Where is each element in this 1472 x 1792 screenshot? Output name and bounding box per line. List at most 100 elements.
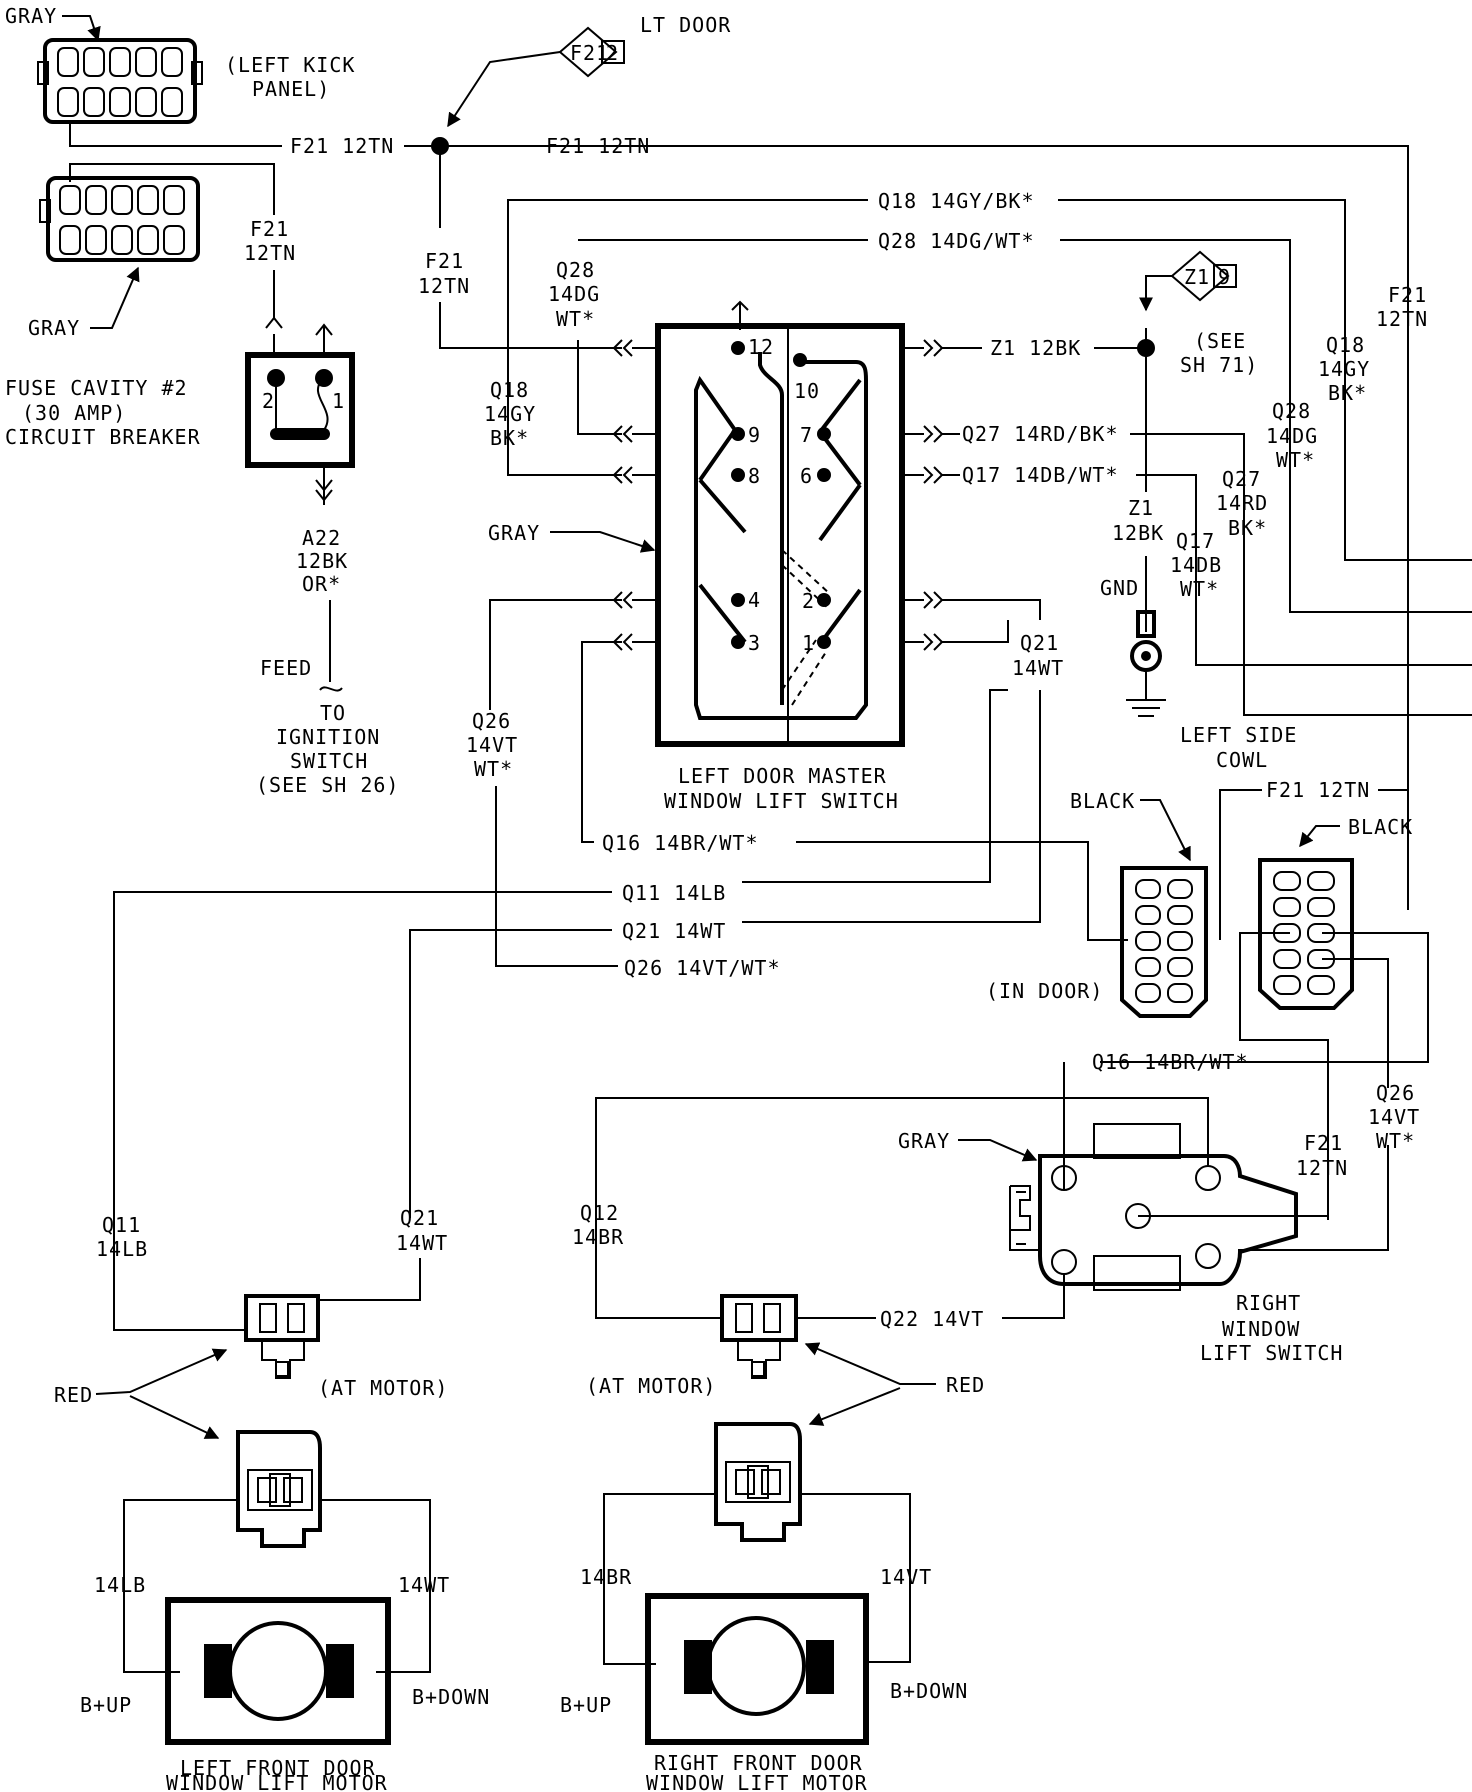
a22-label-2: 12BK [296, 549, 348, 573]
master-switch-label-1: LEFT DOOR MASTER [678, 764, 887, 788]
q28-r2: 14DG [1266, 424, 1318, 448]
pin-7: 7 [800, 423, 813, 447]
gray-master-label: GRAY [488, 521, 540, 545]
f21-right-2: 12TN [1376, 307, 1428, 331]
right-switch-label-2: WINDOW [1222, 1317, 1300, 1341]
q27-top-label: Q27 14RD/BK* [962, 422, 1119, 446]
in-door-label: (IN DOOR) [986, 979, 1103, 1003]
red-left-label: RED [54, 1383, 93, 1407]
at-motor-right-label: (AT MOTOR) [586, 1374, 716, 1398]
f21-vert-b1: F21 [425, 249, 464, 273]
left-motor-label-2: WINDOW LIFT MOTOR [166, 1771, 388, 1792]
z1-splice-diamond [1170, 250, 1230, 302]
left-motor-plug [236, 1430, 322, 1548]
bdown-right-label: B+DOWN [890, 1679, 968, 1703]
q21-m2: 14WT [396, 1231, 448, 1255]
right-at-motor-connector [720, 1294, 798, 1379]
right-front-door-window-lift-motor [645, 1593, 869, 1745]
to-ignition-1: TO [320, 701, 346, 725]
wire-14wt-label: 14WT [398, 1573, 450, 1597]
q26-bus-label: Q26 14VT/WT* [624, 956, 781, 980]
q27-r1: Q27 [1222, 467, 1261, 491]
see-sh71-1: (SEE [1194, 329, 1246, 353]
z1-v2: 12BK [1112, 521, 1164, 545]
q18-r2: 14GY [1318, 357, 1370, 381]
f21-vert-b2: 12TN [418, 274, 470, 298]
kick-panel-connector [37, 38, 203, 124]
q26-l2: 14VT [466, 733, 518, 757]
q18-top-label: Q18 14GY/BK* [878, 189, 1035, 213]
feed-label: FEED [260, 656, 312, 680]
q11-m1: Q11 [102, 1213, 141, 1237]
q11-m2: 14LB [96, 1237, 148, 1261]
q26-l3: WT* [474, 757, 513, 781]
at-motor-left-label: (AT MOTOR) [318, 1376, 448, 1400]
q26-sw-2: 14VT [1368, 1105, 1420, 1129]
right-motor-label-2: WINDOW LIFT MOTOR [646, 1771, 868, 1792]
q17-r2: 14DB [1170, 553, 1222, 577]
q17-r1: Q17 [1176, 529, 1215, 553]
black-label-1: BLACK [1070, 789, 1135, 813]
q21-m1: Q21 [400, 1206, 439, 1230]
left-door-master-switch [655, 300, 905, 747]
wire-14lb-label: 14LB [94, 1573, 146, 1597]
pin-12: 12 [748, 335, 774, 359]
left-motor-label-1: LEFT FRONT DOOR [180, 1756, 376, 1780]
f21-vert-a2: 12TN [244, 241, 296, 265]
q17-top-label: Q17 14DB/WT* [962, 463, 1119, 487]
cb-pin1: 1 [332, 389, 345, 413]
left-at-motor-connector [244, 1294, 320, 1379]
gray-top-label: GRAY [5, 4, 57, 28]
z1-v1: Z1 [1128, 496, 1154, 520]
q21-r1: Q21 [1020, 631, 1059, 655]
circuit-breaker-connector [39, 176, 200, 262]
q27-r3: BK* [1228, 516, 1267, 540]
q27-r2: 14RD [1216, 491, 1268, 515]
bup-right-label: B+UP [560, 1693, 612, 1717]
right-switch-label-3: LIFT SWITCH [1200, 1341, 1343, 1365]
a22-label-3: OR* [302, 572, 341, 596]
left-side-cowl-2: COWL [1216, 748, 1268, 772]
pin-2: 2 [802, 589, 815, 613]
right-motor-label-1: RIGHT FRONT DOOR [654, 1751, 863, 1775]
pin-10: 10 [794, 379, 820, 403]
gray-mid-label: GRAY [28, 316, 80, 340]
ground-eyelet [1126, 610, 1166, 717]
q26-l1: Q26 [472, 709, 511, 733]
q18-l2: 14GY [484, 402, 536, 426]
right-window-lift-switch [1009, 1123, 1298, 1291]
f21-sw-1: F21 [1304, 1131, 1343, 1155]
fuse-cavity-label-2: (30 AMP) [22, 401, 126, 425]
q16-bus-label: Q16 14BR/WT* [602, 831, 759, 855]
cb-pin2: 2 [262, 389, 275, 413]
left-front-door-window-lift-motor [165, 1597, 391, 1745]
q18-r1: Q18 [1326, 333, 1365, 357]
q28-r3: WT* [1276, 448, 1315, 472]
q12-1: Q12 [580, 1201, 619, 1225]
q17-r3: WT* [1180, 577, 1219, 601]
q28-r1: Q28 [1272, 399, 1311, 423]
q21-r2: 14WT [1012, 656, 1064, 680]
circuit-breaker [245, 352, 355, 468]
q18-r3: BK* [1328, 381, 1367, 405]
gnd-label: GND [1100, 576, 1139, 600]
q12-2: 14BR [572, 1225, 624, 1249]
q16-sw-label: Q16 14BR/WT* [1092, 1050, 1249, 1074]
gray-rsw-label: GRAY [898, 1129, 950, 1153]
pin-6: 6 [800, 464, 813, 488]
black-label-2: BLACK [1348, 815, 1413, 839]
left-side-cowl-1: LEFT SIDE [1180, 723, 1297, 747]
to-ignition-3: SWITCH [290, 749, 368, 773]
f21-12tn-mid-label: F21 12TN [546, 134, 650, 158]
to-ignition-4: (SEE SH 26) [256, 773, 399, 797]
f21-diamond-pin: 2 [606, 41, 619, 65]
in-door-connector [1120, 866, 1208, 1018]
f21-12tn-bottom-label: F21 12TN [1266, 778, 1370, 802]
q11-bus-label: Q11 14LB [622, 881, 726, 905]
bup-left-label: B+UP [80, 1693, 132, 1717]
z1-diamond-label: Z1 [1184, 265, 1210, 289]
left-kick-panel-label-1: (LEFT KICK [225, 53, 355, 77]
q28-l1: Q28 [556, 258, 595, 282]
to-ignition-2: IGNITION [276, 725, 380, 749]
